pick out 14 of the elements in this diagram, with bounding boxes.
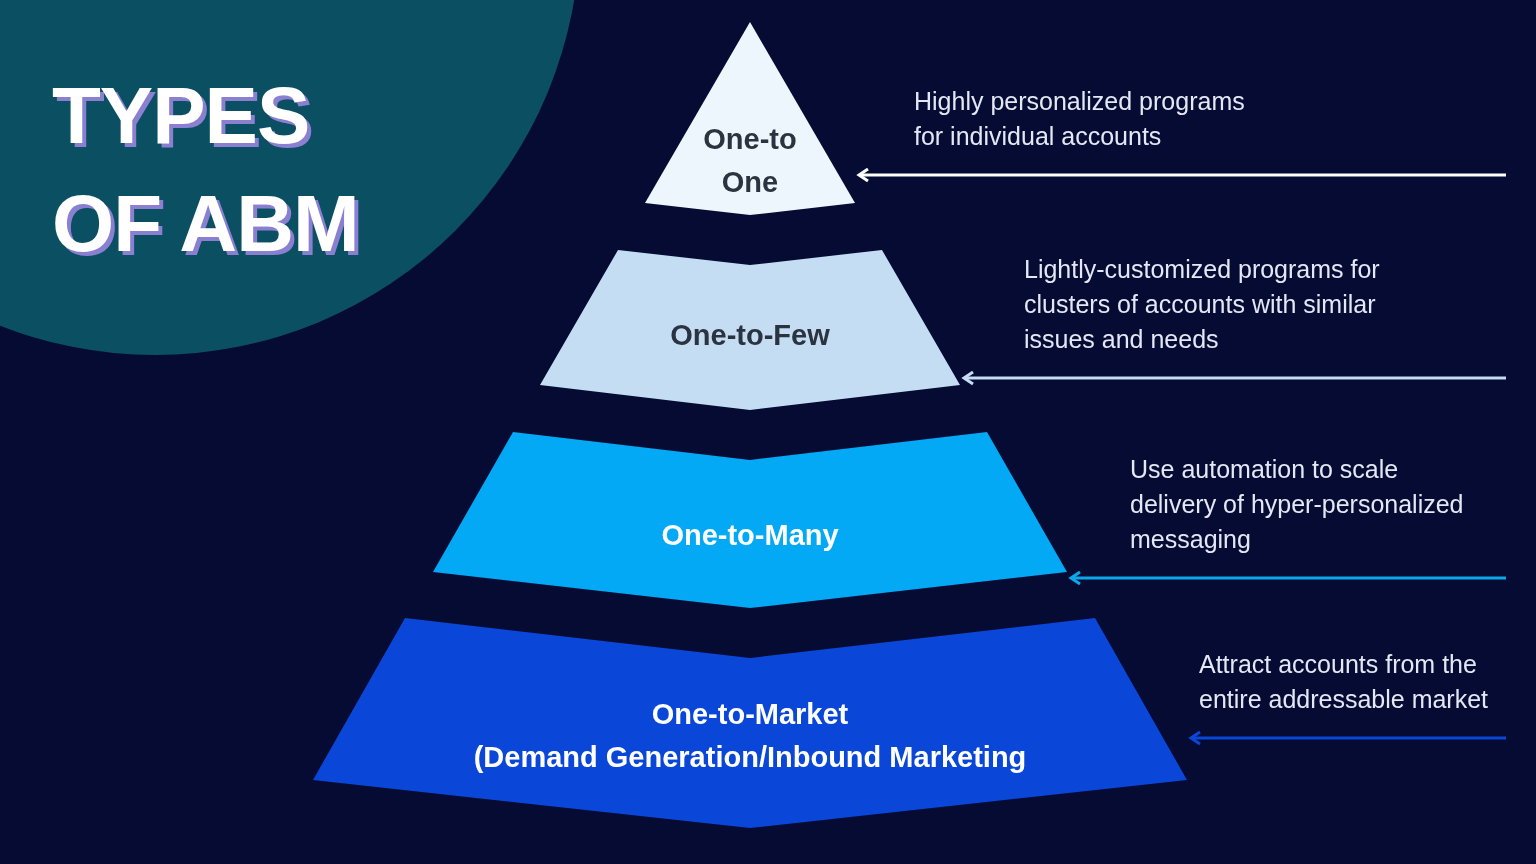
tier-label: One-to One xyxy=(702,122,798,200)
description-text: Attract accounts from the entire addressable market xyxy=(1199,649,1490,715)
title: TYPES OF ABM xyxy=(52,70,360,270)
description-text: Use automation to scale delivery of hyper-personalized messaging xyxy=(1130,454,1465,555)
description-text: Highly personalized programs for individual accounts xyxy=(914,86,1246,152)
arrow xyxy=(1069,570,1506,586)
tier-label: (Demand Generation/Inbound Marketing xyxy=(472,740,1028,775)
description-text: Lightly-customized programs for clusters of accounts with similar issues and needs xyxy=(1024,254,1381,355)
arrow xyxy=(962,370,1506,386)
arrow xyxy=(857,167,1506,183)
tier-label: One-to-Few xyxy=(669,318,831,353)
arrow xyxy=(1189,730,1506,746)
tier-label: One-to-Many xyxy=(660,518,840,553)
tier-label: One-to-Market xyxy=(650,697,850,732)
